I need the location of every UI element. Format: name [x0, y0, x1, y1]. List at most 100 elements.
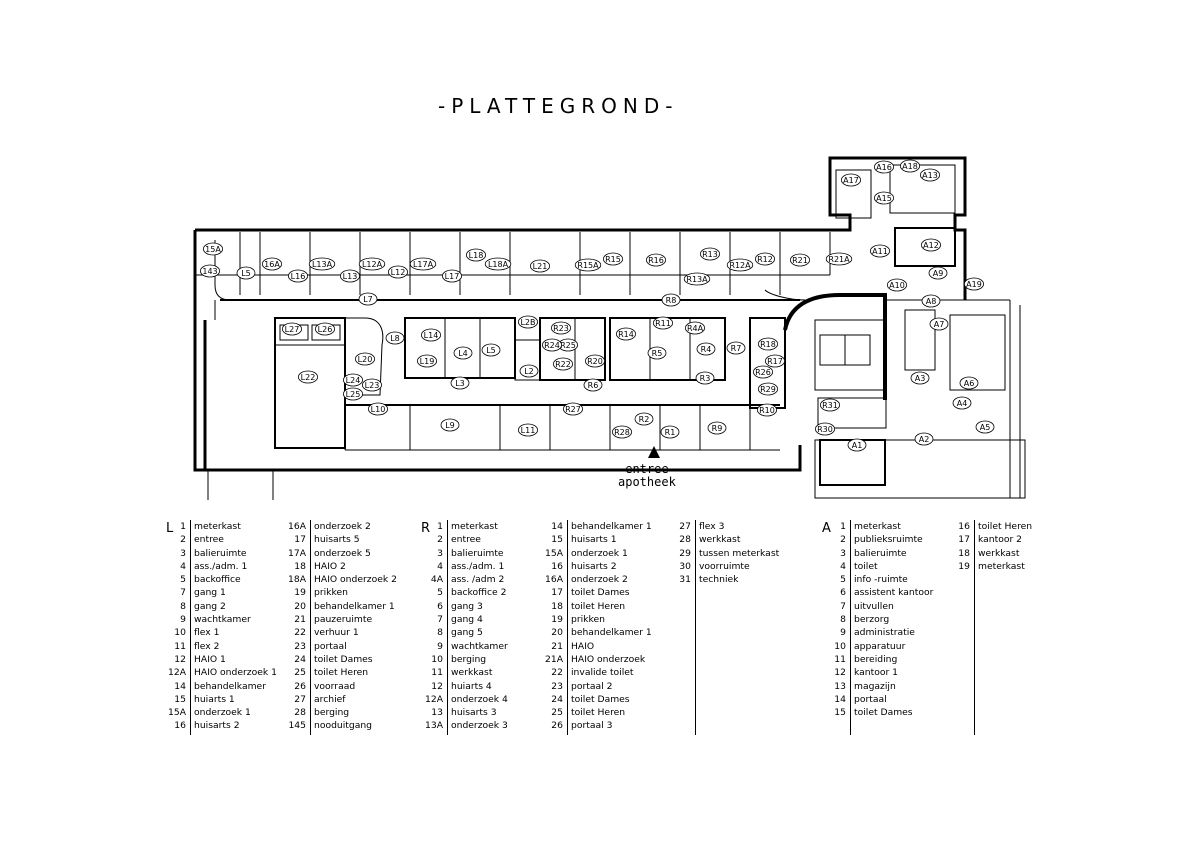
room-tag: R4 [701, 345, 712, 354]
room-tag-outline [530, 259, 551, 273]
legend-item-number: 6 [840, 587, 846, 599]
legend-item-number: 22 [551, 667, 563, 679]
room-tag-outline [453, 346, 473, 360]
room-tag: A7 [934, 320, 945, 329]
legend-item-number: 19 [551, 614, 563, 626]
legend-item-number: 28 [294, 707, 306, 719]
room-tag: L17 [445, 272, 460, 281]
legend-item-number: 20 [294, 600, 306, 612]
legend-item-label: backoffice [194, 574, 241, 586]
legend-item-number: 25 [294, 667, 306, 679]
room-tag: A19 [966, 280, 982, 289]
legend-item-label: publieksruimte [854, 534, 923, 546]
legend-item-label: berging [314, 707, 350, 719]
legend-item-label: HAIO [571, 640, 595, 652]
legend-item-number: 21 [551, 640, 563, 652]
legend-item-label: meterkast [978, 560, 1025, 572]
legend-item-number: 12 [834, 667, 846, 679]
legend-item-number: 7 [437, 614, 443, 626]
legend-item-label: berzorg [854, 614, 890, 626]
legend-item-label: ass./adm. 1 [451, 560, 505, 572]
legend-divider [974, 520, 975, 735]
room-tag-outline [790, 253, 811, 267]
room-tag: R11 [655, 319, 671, 328]
room-tag-outline [387, 265, 408, 279]
room-tag: 143 [202, 267, 217, 276]
legend-item-label: invalide toilet [571, 667, 634, 679]
room-tag-outline [367, 402, 388, 416]
room-tag-outline [726, 258, 754, 272]
legend-item-label: bereiding [854, 653, 898, 665]
legend-item-number: 7 [180, 587, 186, 599]
legend-item-label: toilet Heren [978, 521, 1033, 532]
legend-item-number: 18 [958, 547, 970, 559]
legend-item-label: gang 3 [451, 600, 483, 612]
legend-item-label: HAIO 2 [314, 560, 346, 572]
room-tag: 16A [264, 260, 280, 269]
legend-item-label: behandelkamer [194, 680, 266, 692]
legend-item-number: 17A [288, 547, 306, 559]
room-tag-outline [416, 354, 437, 368]
legend-item-label: ass./adm. 1 [194, 560, 248, 572]
legend-item-number: 11 [431, 667, 443, 679]
room-tag-outline [603, 252, 624, 266]
legend-item-number: 16 [551, 560, 563, 572]
legend-item-label: archief [314, 693, 346, 705]
legend-item-label: HAIO 1 [194, 653, 226, 665]
room-tag-outline [409, 257, 437, 271]
legend-item-number: 18 [551, 600, 563, 612]
room-tag: L23 [365, 381, 380, 390]
legend-item-number: 9 [180, 614, 186, 626]
room-tag-outline [758, 382, 779, 396]
legend-item-number: 17 [551, 587, 563, 599]
legend-item-number: 2 [840, 534, 846, 546]
room-tag-outline [358, 292, 378, 306]
legend-item-label: onderzoek 1 [194, 707, 251, 719]
room-tag-outline [339, 269, 360, 283]
legend-item-number: 145 [288, 720, 306, 732]
legend-item-label: gang 1 [194, 587, 226, 599]
legend-item-label: berging [451, 653, 487, 665]
room-tag: L18A [488, 260, 509, 269]
legend-item-number: 3 [180, 547, 186, 559]
legend-item-label: apparatuur [854, 640, 906, 652]
legend-item-label: info -ruimte [854, 574, 908, 586]
legend-item: 22 invalide toilet [525, 666, 633, 679]
room-tag-outline [874, 191, 895, 205]
legend-item-label: onderzoek 5 [314, 547, 371, 559]
legend-item-number: 8 [840, 614, 846, 626]
legend-item-label: wachtkamer [194, 614, 251, 626]
legend-item-number: 4 [840, 560, 846, 572]
legend-group-letter: L [166, 521, 174, 536]
room-tag: L13 [343, 272, 358, 281]
legend-item-label: onderzoek 3 [451, 720, 508, 732]
room-tag: L9 [445, 421, 455, 430]
room-tag-outline [928, 266, 948, 280]
legend-item-number: 5 [840, 574, 846, 586]
legend-item-number: 29 [679, 547, 691, 559]
legend-item-number: 10 [174, 627, 186, 639]
legend-item-label: onderzoek 2 [314, 521, 371, 532]
legend-divider [850, 520, 851, 735]
legend-item: 21A HAIO onderzoek [525, 653, 645, 666]
room-tag: L7 [363, 295, 373, 304]
legend-item-label: HAIO onderzoek [571, 653, 646, 665]
room-tag-outline [450, 376, 470, 390]
legend-item-label: toilet Dames [314, 653, 373, 665]
legend-item-label: meterkast [194, 521, 241, 532]
legend-item-number: 21A [545, 653, 563, 665]
